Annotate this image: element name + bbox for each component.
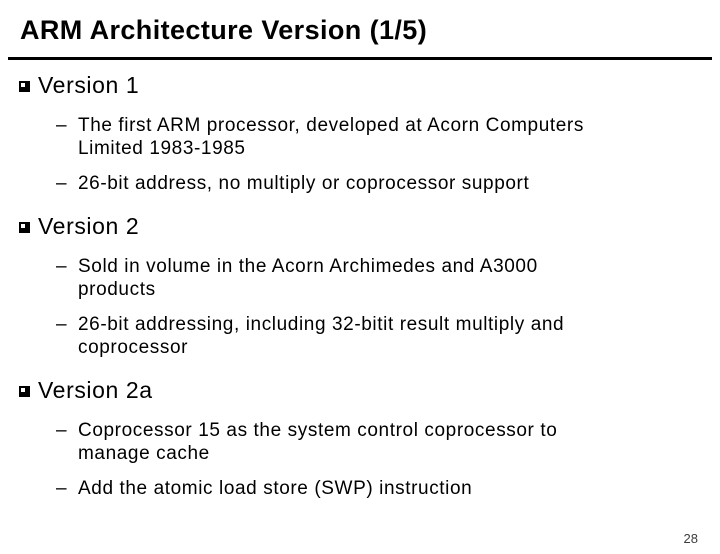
section-version-1: Version 1 – The first ARM processor, dev… bbox=[19, 70, 700, 195]
section-version-2: Version 2 – Sold in volume in the Acorn … bbox=[19, 211, 700, 359]
section-heading: Version 2 bbox=[38, 213, 140, 239]
bullet-item-line: Add the atomic load store (SWP) instruct… bbox=[78, 478, 473, 499]
bullet-item: – The first ARM processor, developed at … bbox=[56, 114, 700, 160]
bullet-item-text: 26-bit addressing, including 32-bitit re… bbox=[78, 313, 564, 359]
bullet-item: – 26-bit addressing, including 32-bitit … bbox=[56, 313, 700, 359]
bullet-item-text: 26-bit address, no multiply or coprocess… bbox=[78, 172, 529, 195]
bullet-item-text: Add the atomic load store (SWP) instruct… bbox=[78, 477, 472, 500]
section-version-2a: Version 2a – Coprocessor 15 as the syste… bbox=[19, 375, 700, 500]
bullet-item-line: Limited 1983-1985 bbox=[78, 138, 246, 159]
bullet-item-text: Coprocessor 15 as the system control cop… bbox=[78, 419, 557, 465]
bullet-item-line: The first ARM processor, developed at Ac… bbox=[78, 115, 584, 136]
bullet-item: – 26-bit address, no multiply or coproce… bbox=[56, 172, 700, 195]
bullet-item-line: Sold in volume in the Acorn Archimedes a… bbox=[78, 256, 538, 277]
shadowed-square-bullet-icon bbox=[19, 221, 30, 233]
dash-bullet-icon: – bbox=[56, 173, 68, 194]
dash-bullet-icon: – bbox=[56, 256, 68, 277]
bullet-item-line: 26-bit addressing, including 32-bitit re… bbox=[78, 314, 565, 335]
section-items: – The first ARM processor, developed at … bbox=[19, 114, 700, 195]
section-heading: Version 1 bbox=[38, 72, 140, 98]
section-heading-row: Version 2a bbox=[19, 375, 700, 405]
section-heading-row: Version 1 bbox=[19, 70, 700, 100]
section-heading-row: Version 2 bbox=[19, 211, 700, 241]
bullet-item: – Add the atomic load store (SWP) instru… bbox=[56, 477, 700, 500]
section-heading: Version 2a bbox=[38, 377, 153, 403]
bullet-item: – Sold in volume in the Acorn Archimedes… bbox=[56, 255, 700, 301]
section-items: – Sold in volume in the Acorn Archimedes… bbox=[19, 255, 700, 359]
bullet-item-line: Coprocessor 15 as the system control cop… bbox=[78, 420, 558, 441]
slide-title: ARM Architecture Version (1/5) bbox=[20, 15, 428, 45]
bullet-item-line: 26-bit address, no multiply or coprocess… bbox=[78, 173, 530, 194]
dash-bullet-icon: – bbox=[56, 115, 68, 136]
shadowed-square-bullet-icon bbox=[19, 80, 30, 92]
title-underline bbox=[8, 57, 712, 60]
bullet-item-line: products bbox=[78, 279, 156, 300]
slide: ARM Architecture Version (1/5) Version 1… bbox=[0, 14, 720, 554]
dash-bullet-icon: – bbox=[56, 478, 68, 499]
bullet-item: – Coprocessor 15 as the system control c… bbox=[56, 419, 700, 465]
page-number: 28 bbox=[683, 531, 698, 546]
bullet-item-text: The first ARM processor, developed at Ac… bbox=[78, 114, 584, 160]
slide-content: Version 1 – The first ARM processor, dev… bbox=[0, 60, 720, 500]
dash-bullet-icon: – bbox=[56, 314, 68, 335]
dash-bullet-icon: – bbox=[56, 420, 68, 441]
bullet-item-text: Sold in volume in the Acorn Archimedes a… bbox=[78, 255, 538, 301]
bullet-item-line: manage cache bbox=[78, 443, 210, 464]
shadowed-square-bullet-icon bbox=[19, 385, 30, 397]
section-items: – Coprocessor 15 as the system control c… bbox=[19, 419, 700, 500]
bullet-item-line: coprocessor bbox=[78, 337, 189, 358]
